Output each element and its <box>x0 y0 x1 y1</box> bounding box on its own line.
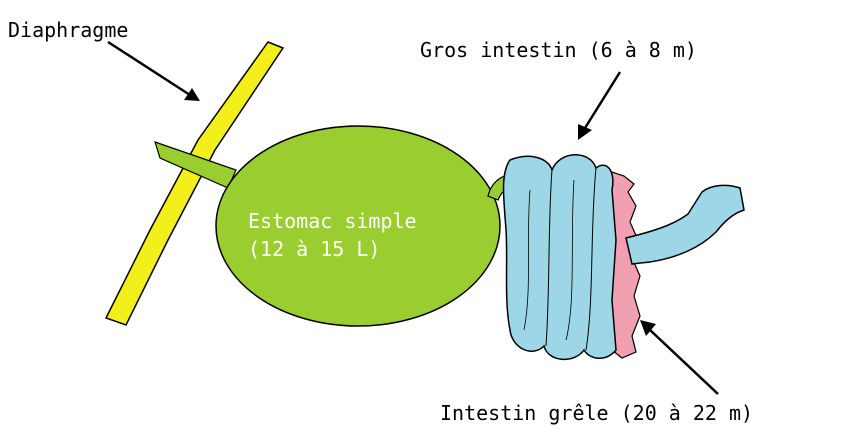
stomach-label-line1: Estomac simple <box>248 209 417 233</box>
arrow-small-intestine <box>640 320 718 394</box>
diaphragm-label: Diaphragme <box>8 18 128 42</box>
arrow-diaphragm <box>108 42 200 101</box>
colon-extension-shape <box>626 185 744 264</box>
arrow-large-intestine <box>578 72 620 140</box>
stomach-label-line2: (12 à 15 L) <box>248 237 380 261</box>
large-intestine-label: Gros intestin (6 à 8 m) <box>420 38 697 62</box>
large-intestine-shape <box>504 155 617 360</box>
small-intestine-label: Intestin grêle (20 à 22 m) <box>440 401 753 425</box>
